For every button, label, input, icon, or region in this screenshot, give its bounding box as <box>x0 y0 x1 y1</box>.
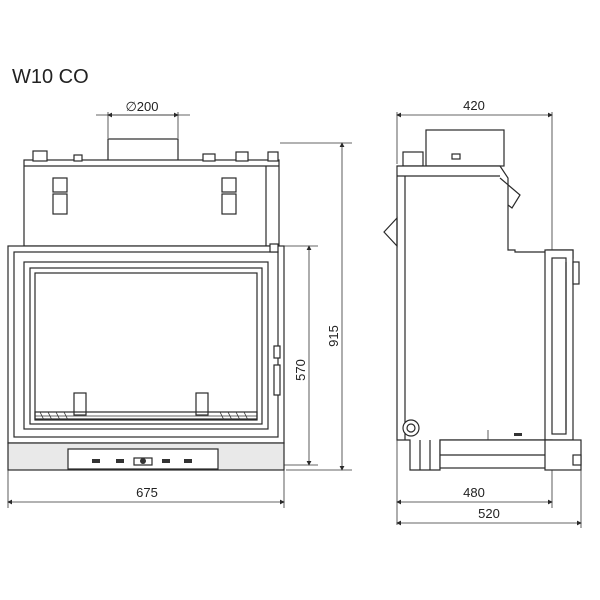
depth-520-label: 520 <box>478 506 500 521</box>
width-675-label: 675 <box>136 485 158 500</box>
depth-420-label: 420 <box>463 98 485 113</box>
stub-5 <box>267 151 279 162</box>
stub-2 <box>73 154 83 162</box>
front-dimensions: ∅200 915 570 675 <box>7 99 352 508</box>
door-handle <box>273 345 281 359</box>
side-flue-collar <box>425 129 505 167</box>
side-door <box>544 249 574 441</box>
side-view <box>383 129 582 471</box>
front-view <box>7 138 285 471</box>
drawing-title: W10 CO <box>12 66 89 88</box>
stub-3 <box>202 153 216 162</box>
grate <box>34 392 258 421</box>
height-570-label: 570 <box>293 359 308 381</box>
water-connector <box>402 419 420 437</box>
flue-collar <box>107 138 179 164</box>
left-stub <box>32 150 48 162</box>
glass-panel <box>34 272 258 420</box>
flue-diameter-label: ∅200 <box>125 99 158 114</box>
air-control-icons <box>92 457 192 466</box>
side-dimensions: 420 480 520 <box>396 98 582 528</box>
glass-frame <box>23 261 269 430</box>
height-915-label: 915 <box>326 325 341 347</box>
stub-4 <box>235 151 249 162</box>
depth-480-label: 480 <box>463 485 485 500</box>
door-frame <box>7 245 285 444</box>
